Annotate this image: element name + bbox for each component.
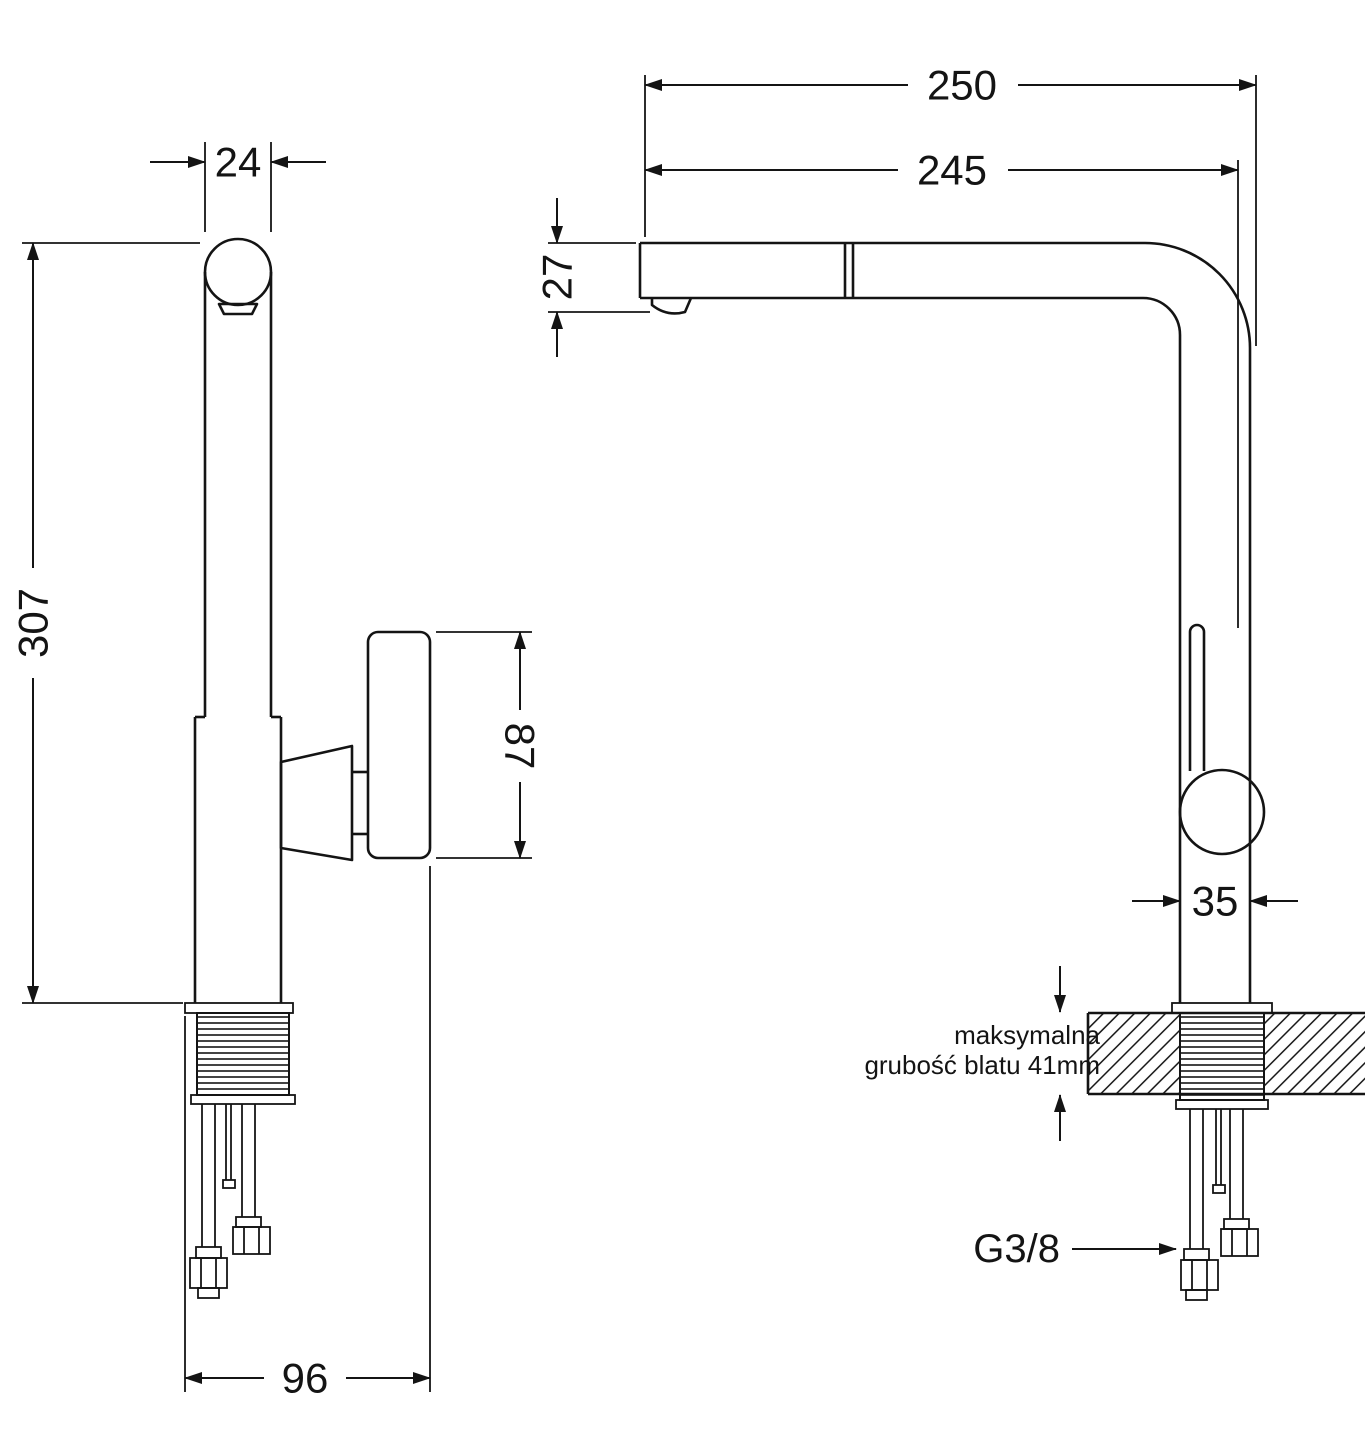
dimension-base-depth: 96 xyxy=(184,866,431,1402)
front-handle-ball-joint xyxy=(1178,768,1266,856)
dim-total-height-label: 307 xyxy=(10,588,57,658)
dimension-reach-spout: 245 xyxy=(644,147,1239,628)
dimension-pipe-width: 24 xyxy=(150,139,326,232)
dimension-reach-overall: 250 xyxy=(644,62,1257,346)
front-mounting-hardware xyxy=(1180,1109,1259,1301)
countertop-note-line2: grubość blatu 41mm xyxy=(864,1050,1100,1080)
front-spout-aerator xyxy=(650,297,693,315)
front-threaded-shank xyxy=(1179,1012,1265,1101)
countertop-hatch-left xyxy=(1089,1014,1180,1093)
countertop-hatch-right xyxy=(1264,1014,1365,1093)
dimension-body-width: 35 xyxy=(1132,878,1298,925)
dim-pipe-width-label: 24 xyxy=(215,139,262,186)
thread-size-annotation: G3/8 xyxy=(973,1227,1177,1271)
side-spout-outline xyxy=(193,237,283,1003)
side-handle xyxy=(279,630,432,862)
dimension-handle-height: 87 xyxy=(436,631,544,859)
front-base-countertop xyxy=(1086,1002,1365,1110)
side-base-and-thread xyxy=(184,1002,296,1105)
front-body-outline xyxy=(638,241,1252,1003)
side-hex-nut-left xyxy=(189,1257,228,1289)
thread-size-label: G3/8 xyxy=(973,1227,1060,1271)
dim-reach-overall-label: 250 xyxy=(927,62,997,109)
side-hex-nut-right xyxy=(232,1226,271,1255)
dim-body-width-label: 35 xyxy=(1192,878,1239,925)
dim-reach-spout-label: 245 xyxy=(917,147,987,194)
dim-handle-height-label: 87 xyxy=(497,723,544,770)
front-view: 250 245 27 35 maksymalna grub xyxy=(534,62,1365,1301)
dimension-spout-height: 27 xyxy=(534,198,650,357)
side-spout-outlet xyxy=(217,302,259,316)
dim-base-depth-label: 96 xyxy=(282,1355,329,1402)
side-view: 24 307 87 96 xyxy=(10,139,544,1402)
front-hex-nut-right xyxy=(1220,1228,1259,1257)
front-handle xyxy=(1178,623,1266,856)
countertop-thickness-annotation: maksymalna grubość blatu 41mm xyxy=(864,966,1101,1141)
front-hex-nut-left xyxy=(1180,1259,1219,1291)
dim-spout-height-label: 27 xyxy=(534,254,581,301)
countertop-note-line1: maksymalna xyxy=(954,1020,1100,1050)
side-mounting-hardware xyxy=(189,1104,271,1299)
dimension-total-height: 307 xyxy=(10,242,200,1004)
